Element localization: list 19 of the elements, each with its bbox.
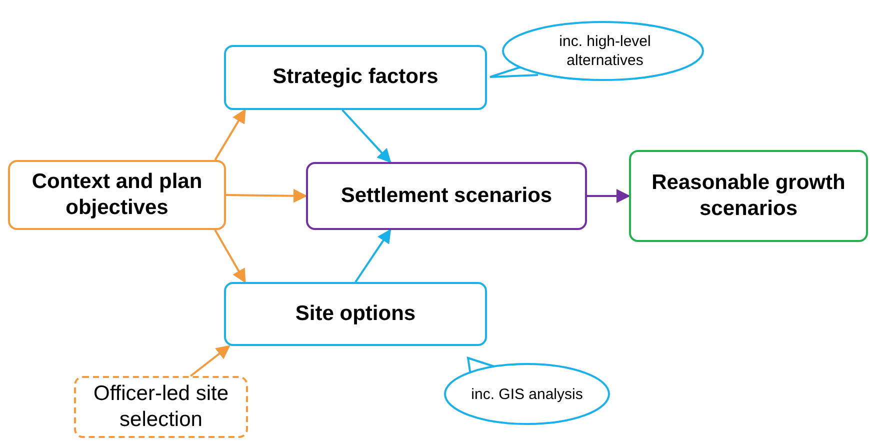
arrow xyxy=(190,345,230,377)
arrow xyxy=(226,188,308,203)
arrow xyxy=(214,108,246,161)
node-label: Strategic factors xyxy=(272,64,440,90)
arrow xyxy=(214,230,246,284)
node-label: Officer-led site selection xyxy=(92,380,230,433)
node-label: Settlement scenarios xyxy=(340,182,554,209)
process-box xyxy=(306,162,587,230)
arrow xyxy=(354,228,392,283)
node-label: Site options xyxy=(294,300,417,327)
process-box xyxy=(8,160,226,230)
process-box xyxy=(224,45,487,110)
process-box xyxy=(224,282,487,346)
node-label: Context and plan objectives xyxy=(30,168,204,221)
arrow xyxy=(342,109,392,164)
node-label: Reasonable growth scenarios xyxy=(650,170,846,222)
arrow xyxy=(587,189,630,203)
dashed-box xyxy=(74,376,248,438)
process-box xyxy=(629,150,868,242)
